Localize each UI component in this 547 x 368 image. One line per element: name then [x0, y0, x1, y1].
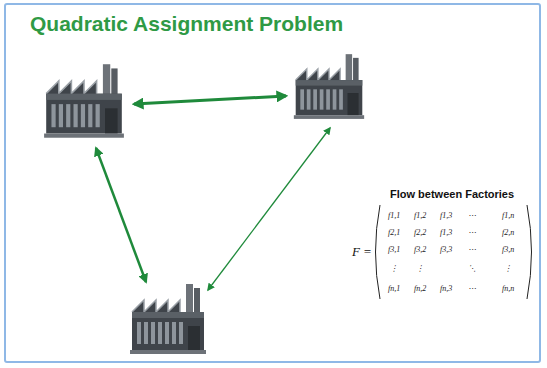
picture-frame: [4, 3, 541, 363]
matrix-cell: f1,n: [502, 211, 514, 220]
matrix-cell: fn,n: [502, 284, 514, 293]
matrix-cell: f1,2: [414, 211, 426, 220]
matrix-cell: f3,1: [388, 245, 400, 254]
matrix-cell: ⋯: [468, 284, 476, 293]
matrix-cell: f3,2: [414, 245, 426, 254]
matrix-cell: f3,3: [440, 245, 452, 254]
matrix-cell: ⋮: [416, 264, 424, 273]
matrix-cell: ⋮: [504, 264, 512, 273]
matrix-cell: f1,3: [440, 228, 452, 237]
matrix-cell: fn,1: [388, 284, 400, 293]
matrix-cell: f3,n: [502, 245, 514, 254]
matrix-cell: ⋯: [468, 245, 476, 254]
matrix-cell: fn,3: [440, 284, 452, 293]
matrix-cell: f1,1: [388, 211, 400, 220]
matrix-cell: f2,2: [414, 228, 426, 237]
matrix-cell: f1,3: [440, 211, 452, 220]
matrix-cell: ⋯: [468, 211, 476, 220]
matrix-cell: ⋯: [468, 228, 476, 237]
matrix-cell: fn,2: [414, 284, 426, 293]
matrix-cell: ⋱: [468, 264, 476, 273]
matrix-symbol: F: [352, 244, 360, 260]
matrix-heading: Flow between Factories: [390, 188, 514, 200]
matrix-cell: f2,1: [388, 228, 400, 237]
matrix-symbol: =: [363, 244, 372, 260]
matrix-cell: ⋮: [390, 264, 398, 273]
matrix-cell: f2,n: [502, 228, 514, 237]
diagram-title: Quadratic Assignment Problem: [30, 12, 343, 36]
